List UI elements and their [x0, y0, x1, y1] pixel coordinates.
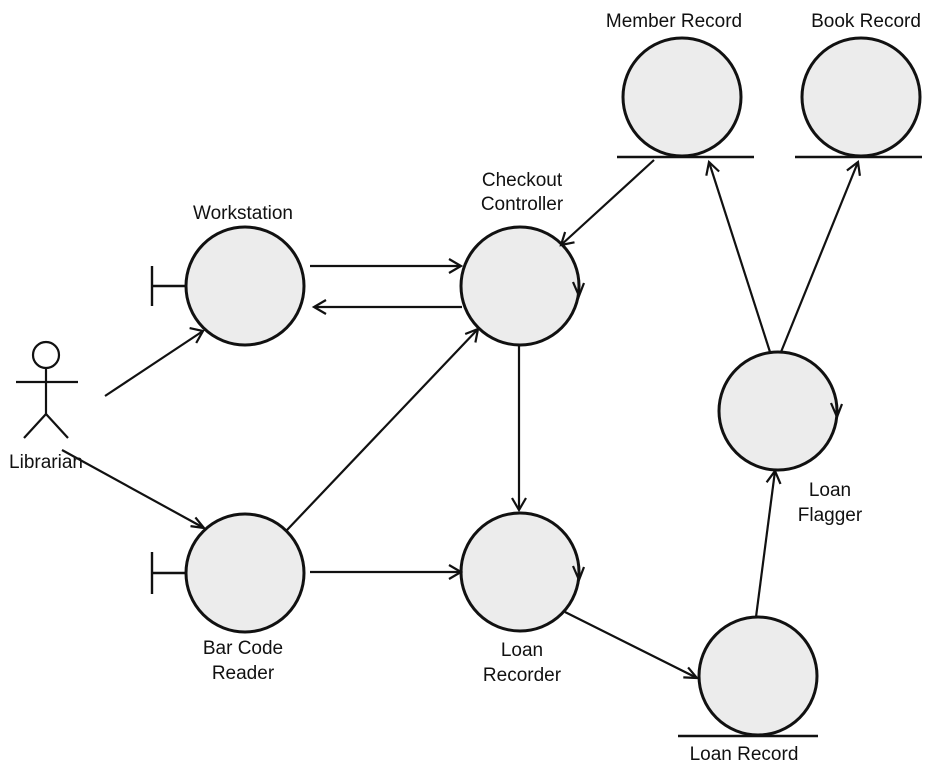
arrowhead-icon	[511, 497, 527, 513]
book-record-circle	[800, 36, 922, 158]
edge-checkout-controller-to-workstation	[311, 299, 462, 315]
member-record-label: Member Record	[606, 11, 742, 32]
edge-checkout-controller-to-loan-recorder	[511, 345, 527, 513]
checkout-controller-label-line1: Checkout	[482, 170, 563, 191]
edge-barcode-reader-to-loan-recorder	[310, 564, 464, 580]
edge-loan-recorder-to-loan-record	[564, 611, 700, 680]
arrowhead-icon	[190, 516, 207, 530]
member-record-entity[interactable]: Member Record	[606, 11, 754, 159]
loan-flagger-control[interactable]: Loan Flagger	[717, 350, 863, 526]
edge-librarian-to-workstation	[104, 327, 205, 397]
loan-record-circle	[697, 615, 819, 737]
control-arrow-icon	[829, 402, 844, 420]
loan-recorder-control[interactable]: Loan Recorder	[459, 511, 586, 686]
edge-loan-record-to-loan-flagger	[754, 468, 782, 618]
arrowhead-icon	[448, 258, 464, 274]
arrowhead-icon	[311, 299, 327, 315]
librarian-label: Librarian	[9, 452, 83, 473]
checkout-controller-control[interactable]: Checkout Controller	[459, 170, 586, 347]
arrowhead-icon	[464, 327, 480, 343]
loan-flagger-label-line2: Flagger	[798, 505, 863, 526]
loan-recorder-label-line2: Recorder	[483, 665, 562, 686]
arrowhead-icon	[559, 231, 575, 247]
arrowhead-icon	[765, 468, 782, 485]
workstation-boundary[interactable]: Workstation	[150, 203, 306, 347]
loan-flagger-circle	[717, 350, 839, 472]
barcode-reader-boundary[interactable]: Bar Code Reader	[150, 512, 306, 684]
barcode-reader-label-line1: Bar Code	[203, 638, 283, 659]
loan-flagger-label-line1: Loan	[809, 480, 851, 501]
loan-record-label: Loan Record	[690, 744, 799, 765]
edge-loan-flagger-to-member-record	[705, 159, 772, 353]
arrowhead-icon	[448, 564, 464, 580]
arrowhead-icon	[705, 159, 720, 176]
arrowhead-icon	[189, 327, 205, 344]
checkout-controller-label-line2: Controller	[481, 194, 564, 215]
barcode-reader-label-line2: Reader	[212, 663, 275, 684]
loan-recorder-circle	[459, 511, 581, 633]
edges	[61, 159, 861, 680]
librarian-actor[interactable]: Librarian	[9, 340, 83, 473]
arrowhead-icon	[846, 159, 861, 176]
arrowhead-icon	[683, 666, 700, 680]
edge-member-record-to-checkout-controller	[559, 159, 655, 247]
workstation-circle	[184, 225, 306, 347]
workstation-label: Workstation	[193, 203, 293, 224]
book-record-entity[interactable]: Book Record	[795, 11, 922, 159]
edge-barcode-reader-to-checkout-controller	[286, 327, 480, 531]
control-arrow-icon	[571, 565, 586, 583]
loan-recorder-label-line1: Loan	[501, 640, 543, 661]
stick-figure-icon	[16, 340, 78, 439]
edge-workstation-to-checkout-controller	[310, 258, 464, 274]
member-record-circle	[621, 36, 743, 158]
book-record-label: Book Record	[811, 11, 921, 32]
edge-librarian-to-barcode-reader	[61, 449, 207, 530]
control-arrow-icon	[571, 281, 586, 299]
edge-loan-flagger-to-book-record	[779, 159, 861, 353]
barcode-reader-circle	[184, 512, 306, 634]
loan-record-entity[interactable]: Loan Record	[678, 615, 819, 765]
